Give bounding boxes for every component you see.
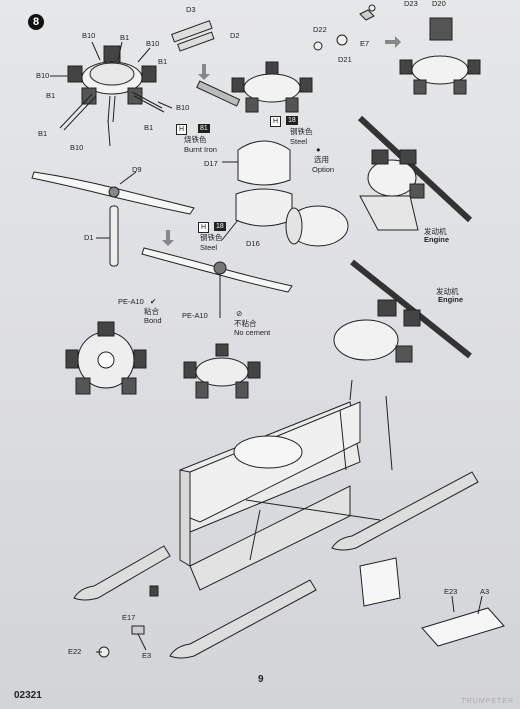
product-code: 02321 bbox=[14, 690, 42, 701]
part-label-d9: D9 bbox=[132, 165, 142, 174]
no-cement-icon: ⊘ bbox=[236, 309, 243, 318]
part-label-b1: B1 bbox=[144, 123, 154, 132]
part-label-e3: E3 bbox=[142, 651, 152, 660]
part-label-d16: D16 bbox=[246, 239, 260, 248]
part-label-d17: D17 bbox=[204, 159, 218, 168]
option-label-cn: 选用 bbox=[314, 155, 329, 164]
engine-assembly-lower-right bbox=[333, 259, 472, 401]
cowling-d17-d16 bbox=[235, 140, 293, 227]
pe-part-label: PE-A10 bbox=[182, 311, 208, 320]
paint-code-box: H bbox=[270, 116, 282, 127]
engine-label-cn: 发动机 bbox=[424, 227, 447, 236]
option-icon: ● bbox=[316, 145, 321, 154]
part-label-d2: D2 bbox=[230, 31, 240, 40]
radial-engine-top-left bbox=[59, 45, 165, 131]
engine-label-en: Engine bbox=[438, 295, 464, 304]
part-label-b10: B10 bbox=[82, 31, 96, 40]
radial-engine-top-right bbox=[399, 17, 481, 95]
step-number-badge: 8 bbox=[28, 14, 44, 30]
part-label-a3: A3 bbox=[480, 587, 490, 596]
paint-number: 18 bbox=[214, 222, 226, 231]
part-label-e17: E17 bbox=[122, 613, 136, 622]
brand-stamp: TRUMPETER bbox=[461, 698, 514, 705]
paint-name-cn: 烧铁色 bbox=[184, 135, 207, 144]
part-label-b1: B1 bbox=[158, 57, 168, 66]
option-label-en: Option bbox=[312, 165, 335, 174]
paint-name-en: Steel bbox=[290, 137, 308, 146]
ski-front-right bbox=[331, 471, 479, 551]
paint-name-cn: 钢铁色 bbox=[200, 233, 223, 242]
ski-rear-left bbox=[169, 579, 317, 659]
pe-part-label: PE-A10 bbox=[118, 297, 144, 306]
part-label-d23: D23 bbox=[404, 0, 418, 8]
engine-assembly-upper-right bbox=[357, 115, 473, 231]
no-cement-label-en: No cement bbox=[234, 328, 271, 337]
part-label-d3: D3 bbox=[186, 5, 196, 14]
part-label-d21: D21 bbox=[338, 55, 352, 64]
paint-code-box: H bbox=[176, 124, 188, 135]
radial-engine-bond bbox=[65, 321, 147, 395]
no-cement-label-cn: 不粘合 bbox=[234, 319, 257, 328]
panel-a3 bbox=[421, 595, 505, 647]
part-label-e23: E23 bbox=[444, 587, 458, 596]
propeller-d9 bbox=[31, 171, 195, 267]
paint-name-cn: 钢铁色 bbox=[290, 127, 313, 136]
part-label-e22: E22 bbox=[68, 647, 82, 656]
part-label-d22: D22 bbox=[313, 25, 327, 34]
paint-code-box: H bbox=[198, 222, 210, 233]
part-d2-bar bbox=[196, 80, 241, 107]
part-label-b1: B1 bbox=[46, 91, 56, 100]
part-label-d20: D20 bbox=[432, 0, 446, 8]
part-label-b10: B10 bbox=[70, 143, 84, 152]
paint-number: 81 bbox=[198, 124, 210, 133]
paint-name-en: Steel bbox=[200, 243, 218, 252]
radial-engine-top-middle bbox=[231, 61, 313, 113]
ski-front-left bbox=[73, 545, 171, 601]
part-label-b1: B1 bbox=[120, 33, 130, 42]
part-label-e7: E7 bbox=[360, 39, 370, 48]
part-d3-bar bbox=[171, 20, 215, 52]
propeller-middle bbox=[141, 247, 293, 318]
part-label-b10: B10 bbox=[146, 39, 160, 48]
page-number: 9 bbox=[258, 674, 264, 685]
radial-engine-no-cement bbox=[183, 343, 261, 399]
part-label-b10: B10 bbox=[36, 71, 50, 80]
engine-label-en: Engine bbox=[424, 235, 450, 244]
bond-icon: ✔ bbox=[150, 297, 157, 306]
option-tank bbox=[285, 205, 349, 247]
windscreen-panel bbox=[359, 557, 401, 607]
engine-label-cn: 发动机 bbox=[436, 287, 459, 296]
paint-name-en: Burnt Iron bbox=[184, 145, 217, 154]
part-label-d1: D1 bbox=[84, 233, 94, 242]
paint-number: 18 bbox=[286, 116, 298, 125]
bond-label-en: Bond bbox=[144, 316, 162, 325]
bond-label-cn: 粘合 bbox=[144, 307, 159, 316]
part-label-b10: B10 bbox=[176, 103, 190, 112]
aerosled-body bbox=[179, 395, 393, 591]
part-label-b1: B1 bbox=[38, 129, 48, 138]
